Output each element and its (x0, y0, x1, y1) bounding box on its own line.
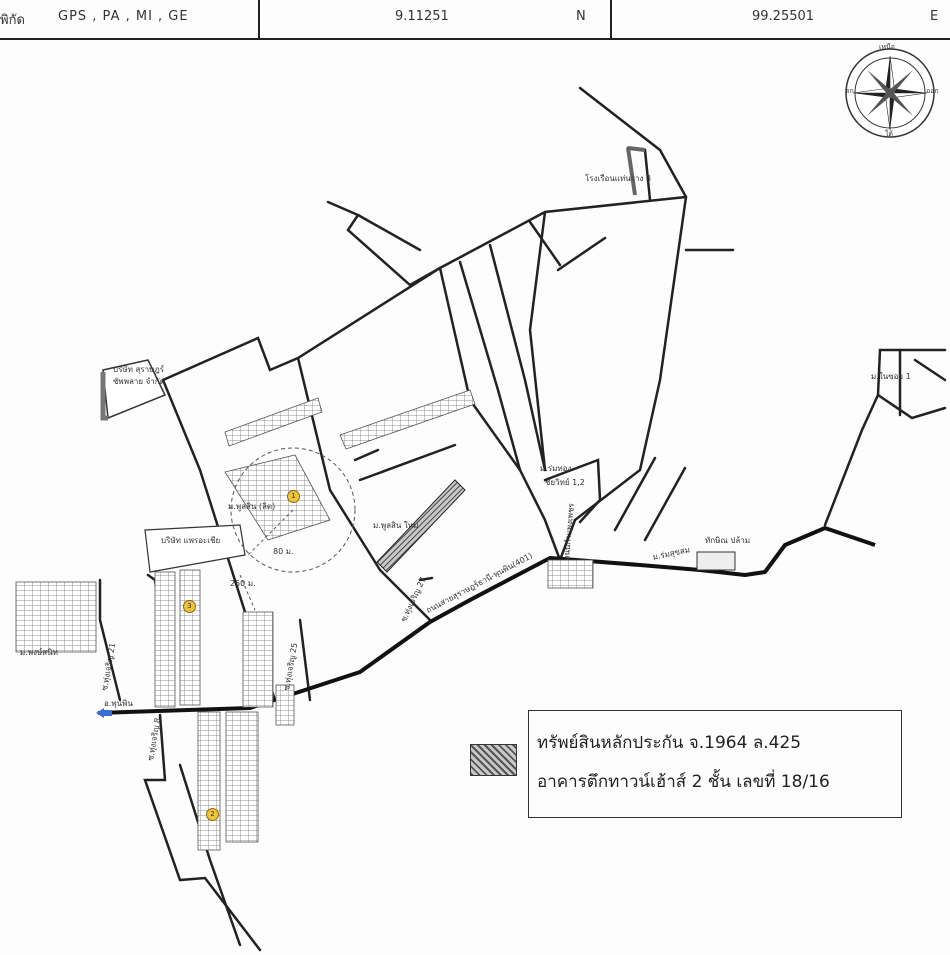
radius-line (247, 509, 294, 556)
coord-label: พิกัด (0, 13, 25, 28)
label-company-supply-2: ซัพพลาย จำกัด (113, 377, 165, 386)
main-highway (97, 526, 876, 715)
legend-line-1: ทรัพย์สินหลักประกัน จ.1964 ล.425 (537, 733, 802, 753)
housing-rows (15, 389, 594, 851)
compass-west: ตก (845, 87, 854, 95)
label-village-mid: ม.พูลสิน ใหม่ (373, 521, 419, 530)
legend-box: ทรัพย์สินหลักประกัน จ.1964 ล.425 อาคารตึ… (528, 710, 902, 818)
label-distance-80: 80 ม. (273, 547, 294, 556)
label-chainoi-sub: ชัยวิทย์ 1,2 (545, 478, 585, 487)
label-village-chainoi: ม.ร่มทอง (540, 464, 572, 473)
label-company-supply: บริษัท สุราษฎร์ (113, 365, 165, 374)
distance-circle (230, 447, 356, 573)
latitude-direction: N (576, 9, 586, 24)
legend-line-2: อาคารตึกทาวน์เฮ้าส์ 2 ชั้น เลขที่ 18/16 (537, 772, 830, 792)
label-factory3: โรงเรือนแท่นราง 3 (585, 174, 652, 183)
company-tire-lot (144, 524, 246, 573)
compass-east: ออก (926, 87, 939, 95)
market-building (696, 551, 736, 571)
coord-systems: GPS , PA , MI , GE (58, 9, 189, 24)
subject-property (376, 479, 466, 573)
compass-rose-icon (845, 48, 935, 138)
label-arrow-to: อ.พุนพิน (104, 699, 133, 708)
longitude-cell: 99.25501 E (612, 0, 950, 38)
label-village-left: ม.พงษ์สนิท (20, 648, 58, 657)
label-company-tire: บริษัท แพรอะเชีย (161, 536, 221, 545)
factory3-wall-2 (626, 147, 637, 196)
label-village-right: ม.ในซอย 1 (871, 372, 911, 381)
company-supply-lot (102, 359, 167, 420)
marker-1: 1 (287, 490, 300, 503)
longitude-direction: E (930, 9, 939, 24)
compass-north: เหนือ (879, 43, 895, 51)
company-supply-wall (100, 372, 108, 421)
factory3-wall (627, 146, 646, 152)
latitude-value: 9.11251 (395, 9, 449, 24)
legend-swatch (470, 744, 517, 776)
label-distance-250: 250 ม. (230, 579, 256, 588)
marker-3: 3 (183, 600, 196, 613)
compass-south: ใต้ (885, 130, 893, 138)
direction-arrow (96, 708, 112, 718)
marker-2: 2 (206, 808, 219, 821)
coordinates-header: พิกัด GPS , PA , MI , GE 9.11251 N 99.25… (0, 0, 950, 40)
label-market: ทักษิณ ปล้าม (705, 536, 751, 545)
distance-250-line (239, 574, 256, 611)
longitude-value: 99.25501 (752, 9, 815, 24)
coord-system-cell: พิกัด GPS , PA , MI , GE (0, 0, 260, 38)
latitude-cell: 9.11251 N (260, 0, 612, 38)
label-village-center: ม.พูลสิน (ลิต) (228, 502, 276, 511)
